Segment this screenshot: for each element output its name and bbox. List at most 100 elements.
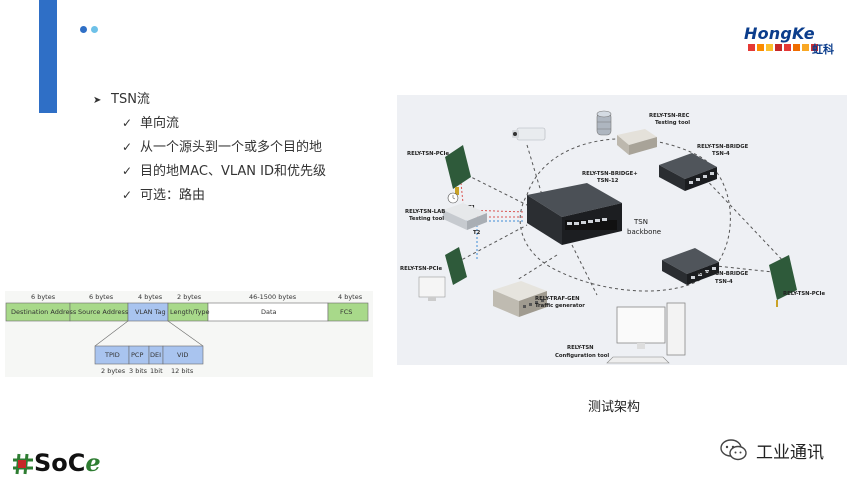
frame-size-label: 4 bytes — [338, 293, 363, 301]
network-diagram-svg: T1 T2 RELY-TSN-BRIDGE+ TSN-12 — [400, 110, 826, 364]
field-fcs — [327, 302, 369, 322]
subfield-size: 3 bits — [129, 367, 148, 375]
bridge12-label: RELY-TSN-BRIDGE+ — [582, 171, 638, 177]
wechat-icon — [720, 439, 747, 461]
field-label: VLAN Tag — [135, 308, 166, 316]
bullet-item: ✓ 可选：路由 — [122, 184, 205, 203]
pcie-card-icon — [769, 255, 797, 307]
ethernet-frame-diagram: 6 bytes 6 bytes 4 bytes 2 bytes 46-1500 … — [5, 291, 373, 377]
expand-line — [167, 320, 204, 347]
traffic-generator-icon — [493, 281, 547, 317]
field-label: Source Address — [78, 308, 129, 316]
subfield-label: DEI — [150, 351, 161, 359]
pc-icon — [418, 247, 467, 301]
rec-label: RELY-TSN-REC — [649, 113, 689, 119]
pcie-left-label: RELY-TSN-PCIe — [400, 266, 443, 272]
trafgen-label: Traffic generator — [535, 303, 585, 309]
link-line — [706, 264, 783, 274]
backbone-label: TSN — [633, 218, 648, 226]
bullet-item: ✓ 单向流 — [122, 112, 179, 131]
bullet-item: ✓ 目的地MAC、VLAN ID和优先级 — [122, 160, 326, 179]
t2-label: T2 — [473, 230, 481, 236]
logo-square — [802, 44, 809, 51]
check-icon: ✓ — [122, 116, 133, 130]
bullet-item-text: 可选：路由 — [140, 188, 206, 203]
config-label: Configuration tool — [555, 353, 609, 359]
field-label: Length/Type — [170, 308, 210, 316]
rec-label: Testing tool — [655, 120, 690, 126]
frame-size-label: 46-1500 bytes — [249, 293, 297, 301]
link-line — [451, 224, 528, 266]
lab-label: RELY-TSN-LAB — [405, 209, 445, 215]
bridge4b-label: RELY-TSN-BRIDGE — [697, 271, 749, 277]
check-icon: ✓ — [122, 188, 133, 202]
logo-square — [766, 44, 773, 51]
ethernet-frame-svg: 6 bytes 6 bytes 4 bytes 2 bytes 46-1500 … — [5, 293, 369, 375]
bridge4b-label: TSN-4 — [715, 279, 733, 285]
logo-square — [748, 44, 755, 51]
link-line — [516, 254, 558, 281]
field-label: FCS — [340, 308, 352, 316]
bullet-item-text: 目的地MAC、VLAN ID和优先级 — [140, 164, 326, 179]
config-label: RELY-TSN — [567, 345, 594, 351]
config-pc-icon — [606, 302, 686, 364]
logo-name: HongKe — [744, 24, 815, 43]
link-line — [526, 144, 543, 196]
pcie-card-icon — [445, 145, 471, 195]
bridge-tsn12-icon — [527, 183, 622, 245]
logo-cn: 虹科 — [812, 43, 834, 56]
bullet-item: ✓ 从一个源头到一个或多个目的地 — [122, 136, 322, 155]
expand-line — [94, 320, 129, 347]
accent-bar — [39, 0, 57, 113]
bridge12-label: TSN-12 — [597, 178, 619, 184]
hongke-logo: HongKe 虹科 — [744, 24, 844, 60]
decor-dot — [80, 26, 87, 33]
decor-dot — [91, 26, 98, 33]
link-line — [466, 174, 538, 211]
subfield-label: VID — [177, 351, 188, 359]
pcie-right-label: RELY-TSN-PCIe — [783, 291, 826, 297]
t1-arrow — [460, 182, 464, 204]
check-icon: ✓ — [122, 140, 133, 154]
bullet-main: ➤ TSN流 — [93, 88, 150, 107]
lab-testing-tool-icon — [443, 192, 487, 230]
logo-square — [775, 44, 782, 51]
pcie-top-label: RELY-TSN-PCIe — [407, 151, 450, 157]
bullet-item-text: 从一个源头到一个或多个目的地 — [140, 140, 323, 155]
logo-square — [793, 44, 800, 51]
camera-icon — [512, 127, 546, 141]
bullet-item-text: 单向流 — [140, 116, 180, 131]
frame-size-label: 2 bytes — [177, 293, 202, 301]
bridge4a-label: RELY-TSN-BRIDGE — [697, 144, 749, 150]
link-line — [696, 169, 788, 266]
arrow-bullet-icon: ➤ — [93, 95, 102, 106]
subfield-vid — [162, 345, 204, 365]
rec-testing-tool-icon — [596, 110, 657, 155]
backbone-ring — [519, 138, 731, 292]
network-diagram: T1 T2 RELY-TSN-BRIDGE+ TSN-12 — [397, 95, 847, 365]
bridge-tsn4-icon — [662, 248, 719, 285]
field-label: Destination Address — [11, 308, 77, 316]
chip-hash-icon — [13, 453, 33, 475]
subfield-size: 2 bytes — [101, 367, 126, 375]
bullet-title: TSN流 — [111, 92, 150, 107]
logo-square — [811, 44, 818, 51]
backbone-label: backbone — [627, 228, 661, 236]
logo-square — [757, 44, 764, 51]
wechat-text: 工业通讯 — [756, 442, 824, 463]
field-label: Data — [261, 308, 277, 316]
diagram-caption: 测试架构 — [588, 400, 641, 415]
soce-suffix: e — [85, 448, 101, 477]
frame-size-label: 4 bytes — [138, 293, 163, 301]
check-icon: ✓ — [122, 164, 133, 178]
subfield-size: 1bit — [150, 367, 163, 375]
subfield-label: TPID — [104, 351, 120, 359]
bridge-tsn4-icon — [659, 153, 717, 191]
soce-text: SoCe — [34, 448, 101, 477]
frame-size-label: 6 bytes — [89, 293, 114, 301]
subfield-label: PCP — [131, 351, 143, 359]
logo-square — [784, 44, 791, 51]
lab-label: Testing tool — [409, 216, 444, 222]
wechat-watermark: 工业通讯 — [720, 436, 824, 464]
frame-size-label: 6 bytes — [31, 293, 56, 301]
